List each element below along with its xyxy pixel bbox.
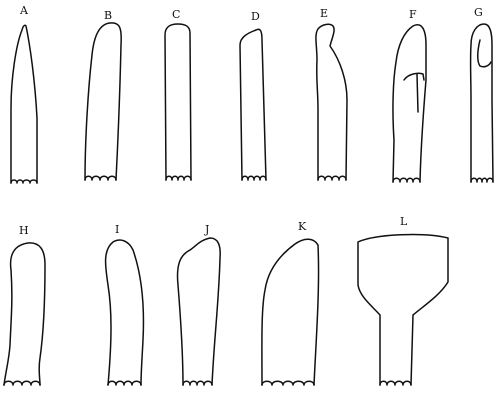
specimen-base-d [242, 176, 266, 180]
specimen-base-l [380, 381, 411, 385]
panel-k: K [262, 220, 319, 385]
panel-e: E [316, 7, 347, 180]
specimen-base-f [393, 178, 420, 182]
panel-label-g: G [474, 6, 483, 19]
panel-label-h: H [19, 224, 29, 237]
specimen-base-a [11, 180, 37, 183]
specimen-base-k [262, 381, 314, 385]
panel-l: L [358, 215, 448, 385]
specimen-base-c [166, 176, 191, 180]
panel-label-d: D [251, 10, 260, 23]
specimen-base-e [318, 176, 346, 180]
specimen-outline-g [471, 24, 493, 182]
specimen-outline-j [178, 238, 221, 385]
panel-a: A [11, 4, 37, 183]
panel-label-f: F [409, 8, 417, 21]
panel-g: G [471, 6, 493, 182]
panel-c: C [165, 8, 191, 180]
panel-b: B [85, 9, 121, 180]
specimen-base-h [4, 381, 40, 385]
panel-label-c: C [172, 8, 180, 21]
specimen-outline-k [262, 239, 319, 385]
panel-h: H [4, 224, 45, 385]
specimen-outline-l [358, 235, 448, 385]
specimen-base-b [85, 176, 116, 180]
specimen-outline-i [106, 240, 144, 385]
panel-label-j: J [204, 223, 209, 236]
panel-label-i: I [115, 223, 119, 236]
panel-label-e: E [320, 7, 328, 20]
specimen-base-i [108, 381, 141, 385]
panel-f: F [393, 8, 426, 182]
panel-label-k: K [298, 220, 307, 233]
panel-label-b: B [104, 9, 112, 22]
specimen-outline-d [240, 29, 266, 180]
panel-label-a: A [19, 4, 29, 17]
panel-j: J [178, 223, 221, 385]
specimen-outline-c [165, 24, 191, 180]
specimen-base-g [471, 178, 493, 182]
specimen-outline-f [393, 25, 426, 182]
specimen-inner-fold-g [478, 40, 491, 67]
specimen-outline-a [11, 25, 37, 183]
specimen-outline-e [316, 24, 347, 180]
specimen-outline-b [85, 23, 121, 180]
panel-i: I [106, 223, 144, 385]
specimen-outline-h [4, 243, 45, 385]
panel-label-l: L [400, 215, 408, 228]
panel-d: D [240, 10, 266, 180]
specimen-base-j [183, 381, 212, 385]
specimen-inner-fold-f [404, 73, 424, 112]
